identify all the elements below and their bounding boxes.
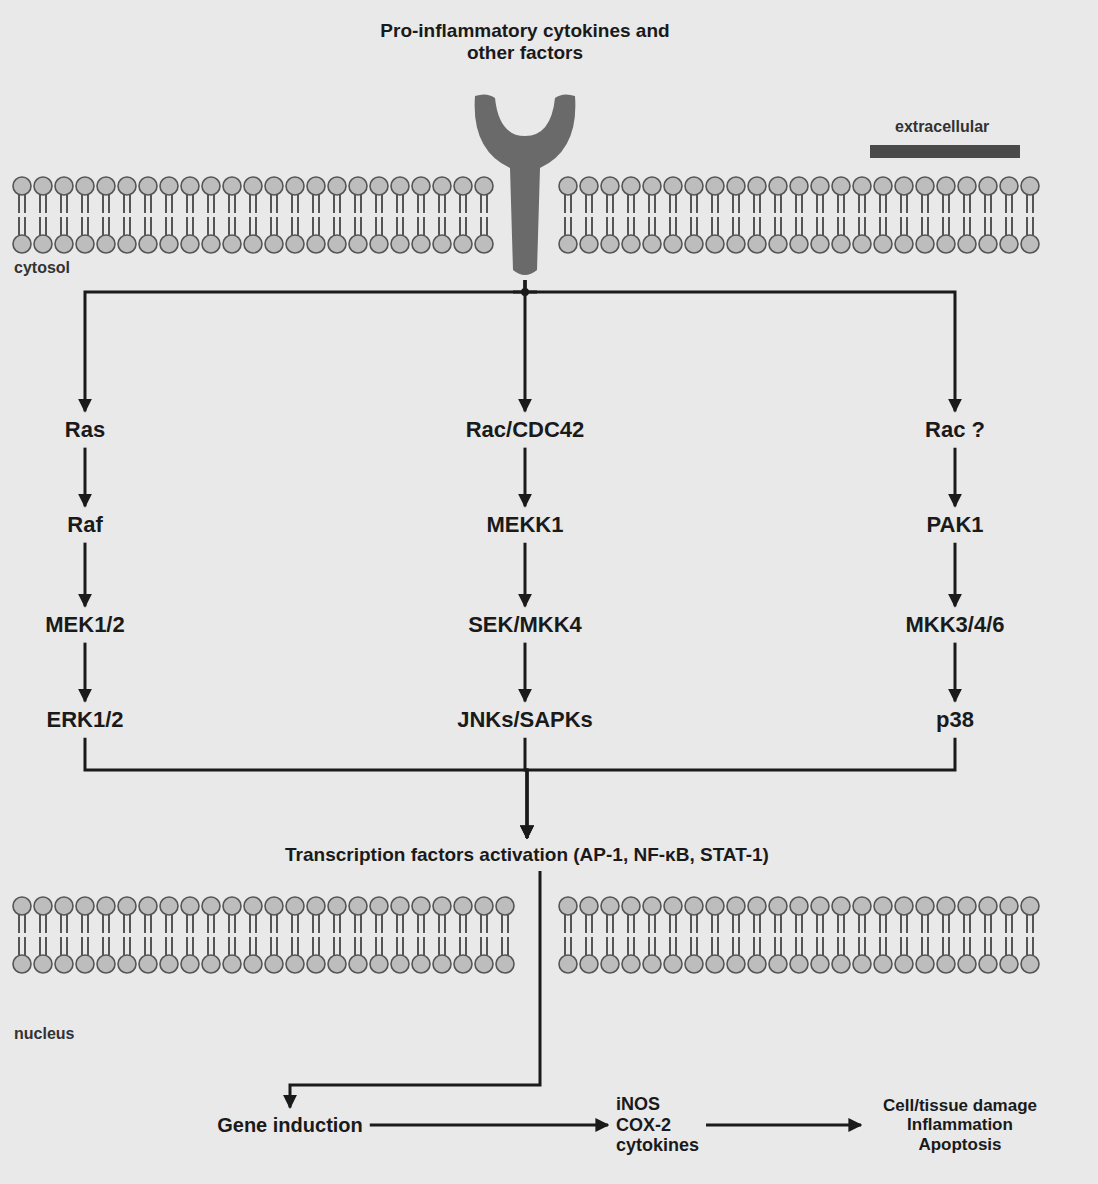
signal-arrow bbox=[953, 543, 956, 607]
signal-arrow bbox=[290, 871, 540, 1108]
signal-arrow bbox=[523, 280, 526, 411]
node-label: Gene induction bbox=[217, 1114, 363, 1137]
kinase-node: JNKs/SAPKs bbox=[453, 705, 597, 734]
outcome-text: iNOS COX-2 cytokines bbox=[612, 1092, 703, 1158]
receptor: Pro-inflammatory cytokines and other fac… bbox=[355, 18, 695, 280]
kinase-node: MEK1/2 bbox=[41, 610, 128, 639]
signal-arrow bbox=[83, 643, 86, 702]
signal-arrow bbox=[370, 1124, 608, 1127]
region-label: nucleus bbox=[14, 1025, 74, 1043]
signal-arrow bbox=[85, 738, 527, 838]
signal-arrow bbox=[706, 1123, 861, 1126]
node-label: p38 bbox=[936, 707, 974, 732]
signal-arrow bbox=[85, 280, 525, 411]
outcome-text: Cell/tissue damage Inflammation Apoptosi… bbox=[865, 1094, 1055, 1157]
node-label: ERK1/2 bbox=[46, 707, 123, 732]
node-label: MEK1/2 bbox=[45, 612, 124, 637]
node-label: PAK1 bbox=[926, 512, 983, 537]
node-label: Ras bbox=[65, 417, 105, 442]
signal-arrow bbox=[523, 448, 526, 507]
transcription-step: Transcription factors activation (AP-1, … bbox=[281, 842, 773, 868]
ligand-heading: Pro-inflammatory cytokines and other fac… bbox=[380, 20, 670, 64]
node-label: Cell/tissue damage Inflammation Apoptosi… bbox=[869, 1096, 1051, 1155]
kinase-node: p38 bbox=[932, 705, 978, 734]
node-label: iNOS COX-2 cytokines bbox=[616, 1094, 699, 1156]
region-label: extracellular bbox=[895, 118, 989, 136]
node-label: JNKs/SAPKs bbox=[457, 707, 593, 732]
kinase-node: Ras bbox=[61, 415, 109, 444]
kinase-node: Rac ? bbox=[921, 415, 989, 444]
region-label: cytosol bbox=[14, 259, 70, 277]
label-bar bbox=[870, 145, 1020, 158]
node-label: Raf bbox=[67, 512, 102, 537]
signal-arrow bbox=[83, 448, 86, 507]
signal-arrow bbox=[525, 280, 955, 411]
signal-arrow bbox=[527, 738, 955, 838]
outcome-text: Gene induction bbox=[213, 1112, 367, 1139]
kinase-node: MKK3/4/6 bbox=[901, 610, 1008, 639]
signal-arrow bbox=[953, 643, 956, 702]
kinase-node: SEK/MKK4 bbox=[464, 610, 586, 639]
kinase-node: MEKK1 bbox=[482, 510, 567, 539]
signal-arrow bbox=[953, 448, 956, 507]
node-label: SEK/MKK4 bbox=[468, 612, 582, 637]
node-label: Transcription factors activation (AP-1, … bbox=[285, 844, 769, 866]
signal-arrow bbox=[83, 543, 86, 607]
signal-arrow bbox=[524, 643, 527, 702]
node-label: MEKK1 bbox=[486, 512, 563, 537]
signal-arrow bbox=[523, 543, 526, 607]
kinase-node: Rac/CDC42 bbox=[462, 415, 589, 444]
node-label: MKK3/4/6 bbox=[905, 612, 1004, 637]
kinase-node: ERK1/2 bbox=[42, 705, 127, 734]
node-label: Rac ? bbox=[925, 417, 985, 442]
node-label: Rac/CDC42 bbox=[466, 417, 585, 442]
nuclear-membrane bbox=[13, 897, 1039, 973]
kinase-node: PAK1 bbox=[922, 510, 987, 539]
kinase-node: Raf bbox=[63, 510, 106, 539]
